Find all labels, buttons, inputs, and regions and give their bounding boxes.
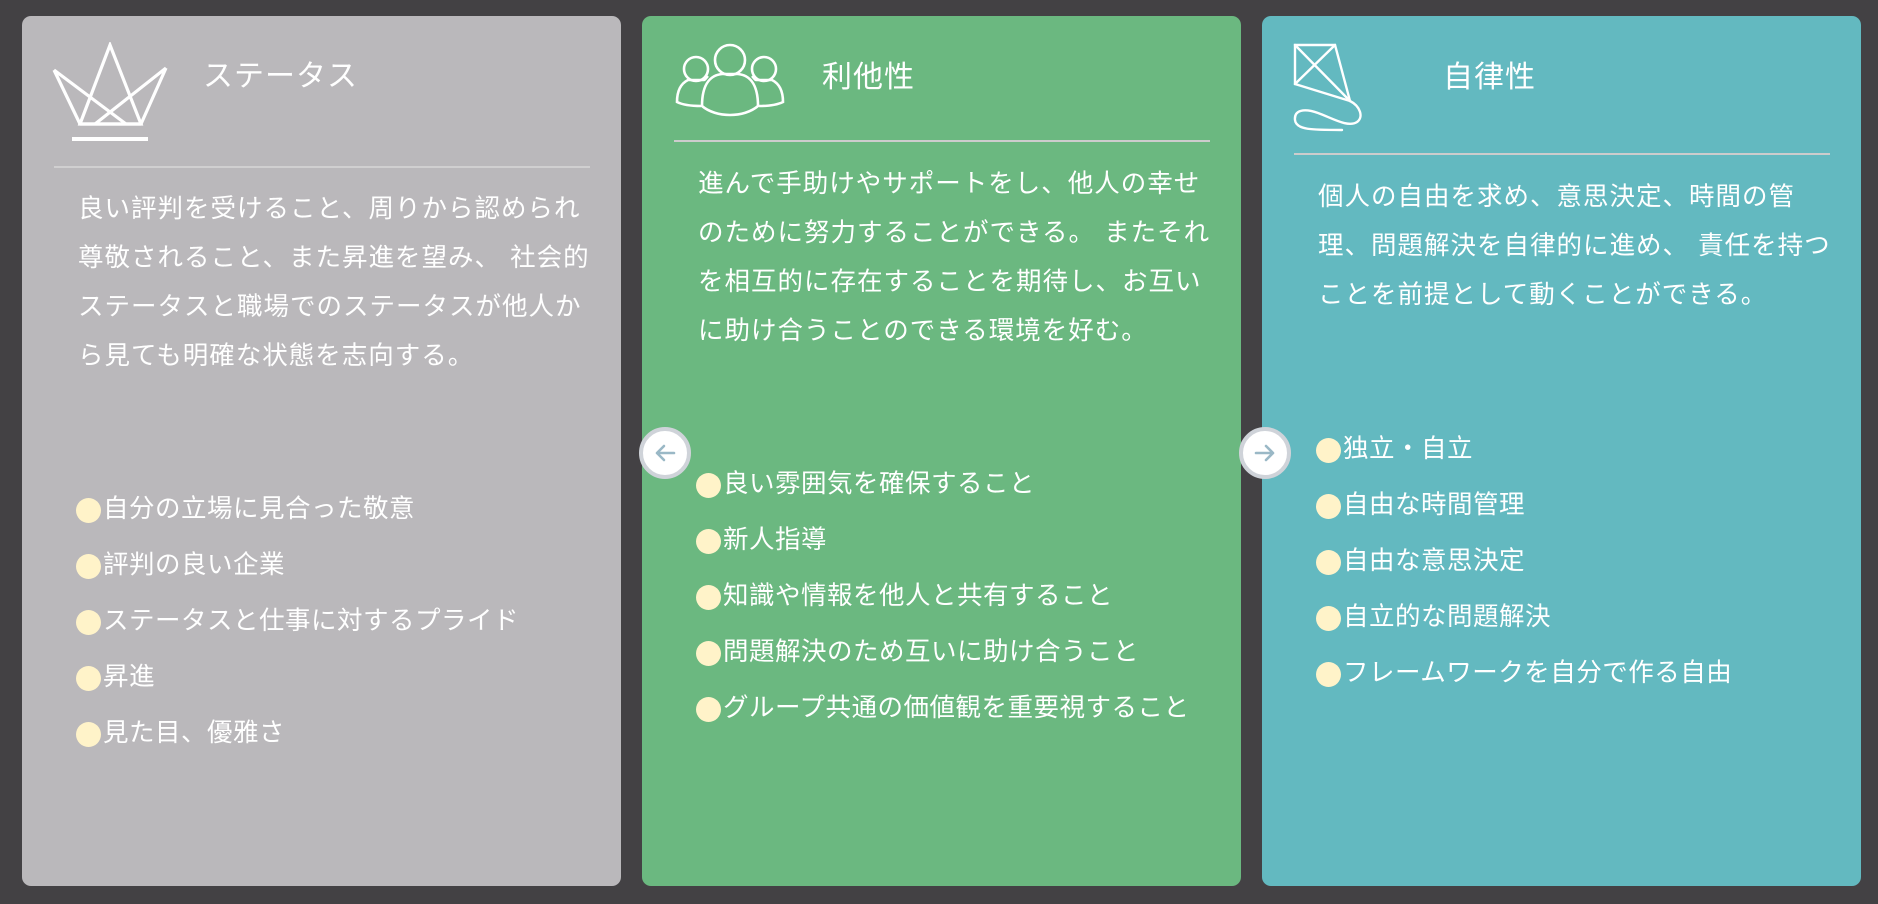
card-description: 良い評判を受けること、周りから認められ尊敬されること、また昇進を望み、 社会的ス… [78, 194, 590, 371]
crown-icon [50, 42, 170, 142]
bullet-dot-icon [76, 554, 101, 579]
feature-list: 良い雰囲気を確保すること 新人指導 知識や情報を他人と共有すること 問題解決のた… [696, 469, 1226, 749]
bullet-dot-icon [696, 641, 721, 666]
list-item: 良い雰囲気を確保すること [696, 469, 1226, 499]
list-item: グループ共通の価値観を重要視すること [696, 693, 1226, 723]
list-item: 見た目、優雅さ [76, 718, 606, 748]
list-item: 自分の立場に見合った敬意 [76, 494, 606, 524]
bullet-dot-icon [76, 666, 101, 691]
card-title: ステータス [203, 59, 358, 94]
arrow-right-icon [1254, 444, 1275, 462]
bullet-dot-icon [696, 473, 721, 498]
list-item: 昇進 [76, 662, 606, 692]
bullet-dot-icon [76, 722, 101, 747]
divider [1294, 153, 1830, 155]
people-group-icon [674, 42, 786, 122]
card-autonomy: 自律性 個人の自由を求め、意思決定、時間の管理、問題解決を自律的に進め、 責任を… [1262, 16, 1861, 886]
carousel-next-button[interactable] [1239, 427, 1291, 479]
list-item: 評判の良い企業 [76, 550, 606, 580]
list-item: 問題解決のため互いに助け合うこと [696, 637, 1226, 667]
bullet-dot-icon [696, 529, 721, 554]
bullet-dot-icon [1316, 438, 1341, 463]
list-item: 自立的な問題解決 [1316, 602, 1846, 632]
bullet-dot-icon [696, 585, 721, 610]
bullet-dot-icon [1316, 550, 1341, 575]
list-item: 知識や情報を他人と共有すること [696, 581, 1226, 611]
list-item: 自由な意思決定 [1316, 546, 1846, 576]
bullet-dot-icon [1316, 662, 1341, 687]
bullet-dot-icon [1316, 494, 1341, 519]
feature-list: 自分の立場に見合った敬意 評判の良い企業 ステータスと仕事に対するプライド 昇進… [76, 494, 606, 774]
card-status: ステータス 良い評判を受けること、周りから認められ尊敬されること、また昇進を望み… [22, 16, 621, 886]
bullet-dot-icon [696, 697, 721, 722]
bullet-dot-icon [76, 610, 101, 635]
feature-list: 独立・自立 自由な時間管理 自由な意思決定 自立的な問題解決 フレームワークを自… [1316, 434, 1846, 714]
arrow-left-icon [655, 444, 676, 462]
list-item: 自由な時間管理 [1316, 490, 1846, 520]
divider [674, 140, 1210, 142]
list-item: フレームワークを自分で作る自由 [1316, 658, 1846, 688]
bullet-dot-icon [1316, 606, 1341, 631]
card-title: 自律性 [1443, 60, 1536, 95]
list-item: ステータスと仕事に対するプライド [76, 606, 606, 636]
carousel-prev-button[interactable] [639, 427, 691, 479]
list-item: 独立・自立 [1316, 434, 1846, 464]
card-title: 利他性 [822, 60, 915, 95]
card-altruism: 利他性 進んで手助けやサポートをし、他人の幸せのために努力することができる。 ま… [642, 16, 1241, 886]
list-item: 新人指導 [696, 525, 1226, 555]
bullet-dot-icon [76, 498, 101, 523]
card-description: 進んで手助けやサポートをし、他人の幸せのために努力することができる。 またそれを… [698, 169, 1211, 346]
divider [54, 166, 590, 168]
kite-icon [1292, 42, 1372, 138]
card-description: 個人の自由を求め、意思決定、時間の管理、問題解決を自律的に進め、 責任を持つこと… [1318, 182, 1831, 310]
